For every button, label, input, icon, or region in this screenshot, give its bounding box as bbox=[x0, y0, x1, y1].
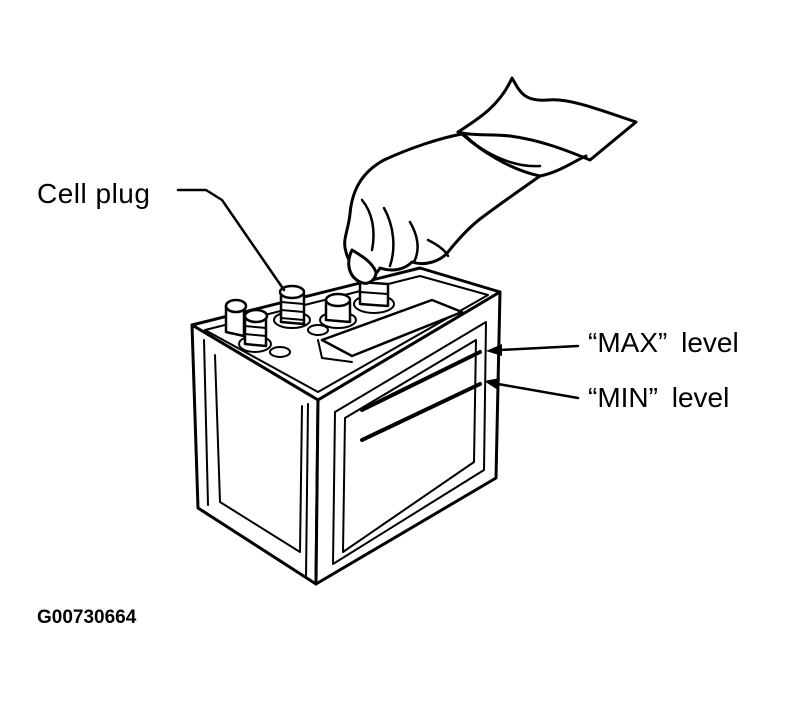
cell-plug-1 bbox=[224, 298, 248, 338]
hand bbox=[343, 76, 638, 285]
plug-hole bbox=[269, 346, 291, 358]
min-level-label: “MIN” level bbox=[588, 382, 730, 413]
lid-panel bbox=[317, 298, 464, 363]
cell-plug-label: Cell plug bbox=[37, 178, 151, 209]
cell-plug-leader bbox=[176, 188, 286, 292]
leader-lines bbox=[176, 188, 580, 400]
cell-plugs bbox=[224, 280, 395, 358]
figure-code: G00730664 bbox=[37, 607, 137, 628]
max-level-leader bbox=[498, 344, 580, 352]
min-level-arrowhead bbox=[484, 378, 500, 390]
cell-plug-4 bbox=[319, 292, 357, 329]
max-level-label: “MAX” level bbox=[588, 327, 739, 358]
cell-plug-2 bbox=[238, 308, 272, 353]
cell-plug-5 bbox=[353, 280, 395, 314]
max-level-arrowhead bbox=[486, 344, 502, 356]
min-level-leader bbox=[496, 382, 580, 400]
battery-body bbox=[190, 266, 502, 586]
plug-hole bbox=[307, 324, 329, 336]
cell-plug-3 bbox=[273, 284, 311, 329]
